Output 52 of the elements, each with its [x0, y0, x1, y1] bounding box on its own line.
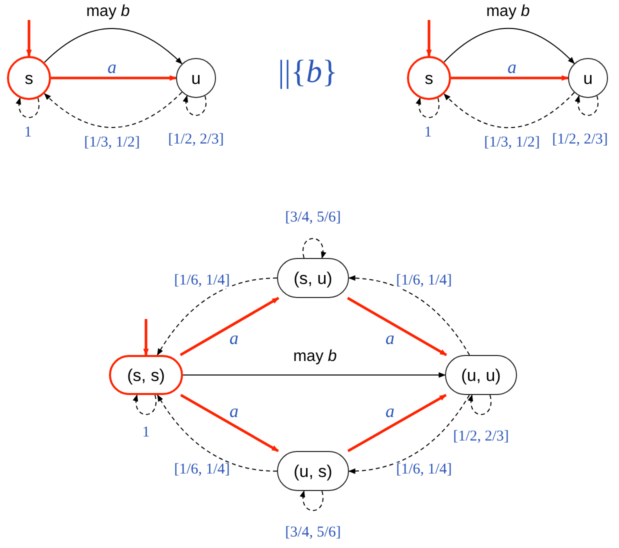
arrow — [451, 75, 569, 81]
edge-label: [1/6, 1/4] — [172, 462, 232, 478]
arrow — [157, 394, 278, 472]
self-loop-arrow — [183, 95, 206, 116]
edge-label: [1/2, 2/3] — [550, 132, 610, 148]
state-name: u — [583, 70, 593, 86]
state-name: (s, u) — [294, 270, 332, 286]
arrow — [182, 372, 446, 378]
self-loop-arrow — [300, 490, 324, 511]
edge-label: [1/6, 1/4] — [394, 462, 454, 478]
state-box — [445, 355, 517, 395]
edge-label: [3/4, 5/6] — [283, 210, 343, 226]
arrow — [156, 278, 278, 356]
arrow — [180, 394, 279, 452]
arrow — [348, 394, 470, 474]
state-name: (u, u) — [461, 366, 501, 384]
state-name: (u, s) — [294, 462, 332, 480]
state-name: (s, s) — [127, 366, 165, 384]
arrow — [44, 28, 182, 64]
state-box — [277, 451, 349, 491]
edge-label: may b — [84, 4, 132, 20]
state-name: u — [191, 70, 201, 86]
self-loop-arrow — [468, 394, 492, 415]
edge-label: [1/3, 1/2] — [82, 136, 142, 150]
arrow — [348, 275, 470, 356]
arrow — [347, 394, 447, 452]
arrow — [444, 92, 575, 128]
composition-operator: ||{b} — [278, 55, 338, 87]
edge-label: [1/3, 1/2] — [482, 136, 542, 150]
arrow — [347, 296, 447, 356]
state-name: s — [424, 70, 434, 86]
edge-label: a — [228, 329, 240, 347]
state-name: s — [24, 70, 34, 86]
arrow — [26, 20, 32, 57]
edge-label: [1/6, 1/4] — [394, 274, 454, 288]
edge-label: may b — [484, 4, 532, 20]
arrow — [444, 28, 575, 64]
arrow — [426, 20, 432, 57]
edge-label: [1/2, 2/3] — [166, 132, 226, 148]
self-loop-arrow — [302, 238, 326, 259]
state-box — [109, 355, 183, 395]
self-loop-arrow — [133, 394, 156, 415]
arrow — [51, 75, 177, 81]
edge-label: [3/4, 5/6] — [283, 526, 343, 540]
edge-label: may b — [291, 349, 339, 365]
edge-label: [1/6, 1/4] — [172, 274, 232, 288]
arrow — [180, 296, 280, 356]
state-box — [277, 258, 349, 298]
arrow — [143, 319, 149, 356]
arrow — [44, 92, 182, 128]
edge-label: [1/2, 2/3] — [451, 430, 511, 444]
self-loop-arrow — [575, 95, 598, 116]
